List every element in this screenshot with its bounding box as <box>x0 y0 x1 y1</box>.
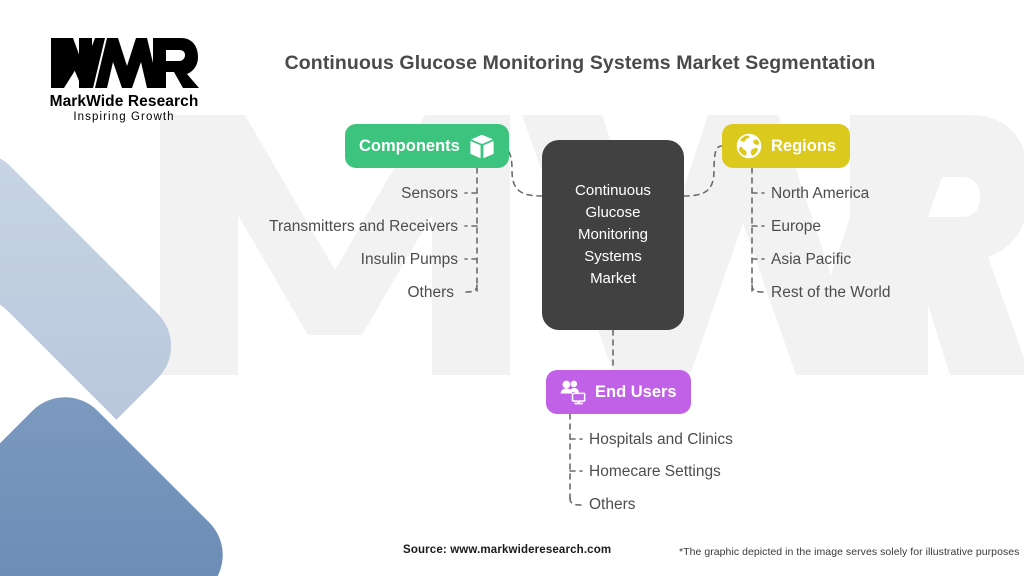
globe-icon <box>736 133 762 159</box>
center-node: Continuous Glucose Monitoring Systems Ma… <box>542 140 684 330</box>
source-text: Source: www.markwideresearch.com <box>403 544 612 556</box>
leaf-components-others: Others <box>407 284 454 301</box>
branch-label-end-users: End Users <box>595 382 677 401</box>
leaf-regions-rest-of-the-world: Rest of the World <box>771 284 891 301</box>
branch-pill-end-users[interactable]: End Users <box>546 370 691 414</box>
mwr-logo-icon <box>51 38 199 88</box>
brand-name: MarkWide Research <box>49 93 199 110</box>
users-monitor-icon <box>560 379 586 405</box>
leaf-line-components-others <box>465 284 478 293</box>
leaf-regions-asia-pacific: Asia Pacific <box>771 251 852 268</box>
leaf-end-users-others: Others <box>589 496 636 513</box>
branch-label-regions: Regions <box>771 136 837 155</box>
branch-pill-components[interactable]: Components <box>345 124 509 168</box>
leaf-line-endusers-others <box>569 497 582 506</box>
leaf-components-transmitters-and-receivers: Transmitters and Receivers <box>269 218 458 235</box>
disclaimer-text: *The graphic depicted in the image serve… <box>679 546 1020 558</box>
leaf-regions-europe: Europe <box>771 218 821 235</box>
connector-center-regions <box>683 145 723 197</box>
cube-icon <box>469 133 495 159</box>
brand-logo: MarkWide Research Inspiring Growth <box>24 34 224 124</box>
leaf-end-users-homecare-settings: Homecare Settings <box>589 463 721 480</box>
leaf-end-users-hospitals-and-clinics: Hospitals and Clinics <box>589 431 733 448</box>
leaf-regions-north-america: North America <box>771 185 870 202</box>
center-node-label: Continuous Glucose Monitoring Systems Ma… <box>575 182 651 287</box>
leaf-components-sensors: Sensors <box>401 185 458 202</box>
leaf-components-insulin-pumps: Insulin Pumps <box>360 251 458 268</box>
decorative-square-spacer <box>0 278 152 576</box>
page-title: Continuous Glucose Monitoring Systems Ma… <box>284 52 876 74</box>
branch-label-components: Components <box>359 136 460 155</box>
brand-tagline: Inspiring Growth <box>73 111 175 124</box>
branch-pill-regions[interactable]: Regions <box>722 124 851 168</box>
decorative-square-dark <box>0 378 242 576</box>
leaf-line-rest-of-world <box>751 284 764 293</box>
